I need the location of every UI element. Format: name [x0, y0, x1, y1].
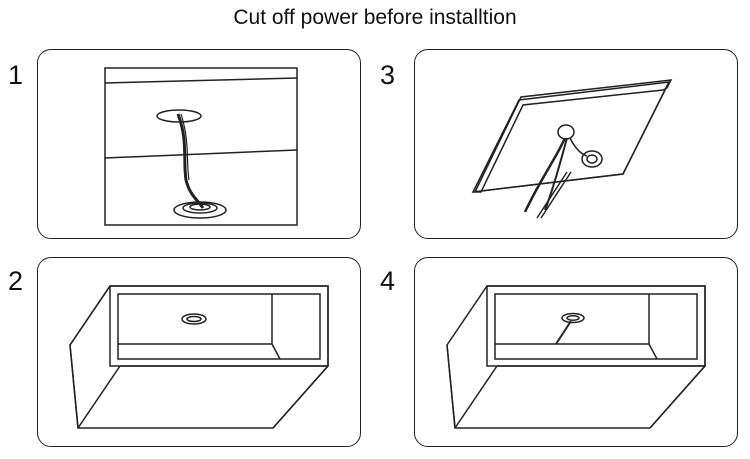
page-title: Cut off power before installtion — [233, 6, 517, 29]
power-cable — [176, 113, 205, 209]
ceiling-cable-illustration — [104, 67, 298, 226]
cabinet-inner — [117, 293, 321, 360]
step-panel-4 — [414, 257, 738, 447]
power-cable — [523, 137, 567, 213]
ceiling-hole — [156, 109, 202, 123]
step-number-3: 3 — [380, 60, 396, 90]
step-number-1: 1 — [8, 60, 24, 90]
cabinet-outline — [446, 285, 706, 429]
power-cable — [555, 320, 572, 345]
step-number-2: 2 — [8, 266, 24, 296]
cabinet-light-illustration — [69, 285, 329, 429]
downlight — [581, 150, 603, 168]
step-panel-2 — [37, 257, 361, 447]
cabinet-outline — [69, 285, 329, 429]
step-panel-3 — [414, 49, 738, 239]
panel-insert-illustration — [471, 79, 673, 219]
downlight — [561, 312, 585, 324]
panel-hole — [557, 124, 575, 140]
downlight — [181, 313, 207, 325]
cabinet-wired-illustration — [446, 285, 706, 429]
downlight-rim — [173, 201, 227, 219]
ceiling-frame — [104, 67, 298, 226]
step-panel-1 — [37, 49, 361, 239]
cabinet-inner — [494, 293, 698, 360]
step-number-4: 4 — [380, 266, 396, 296]
